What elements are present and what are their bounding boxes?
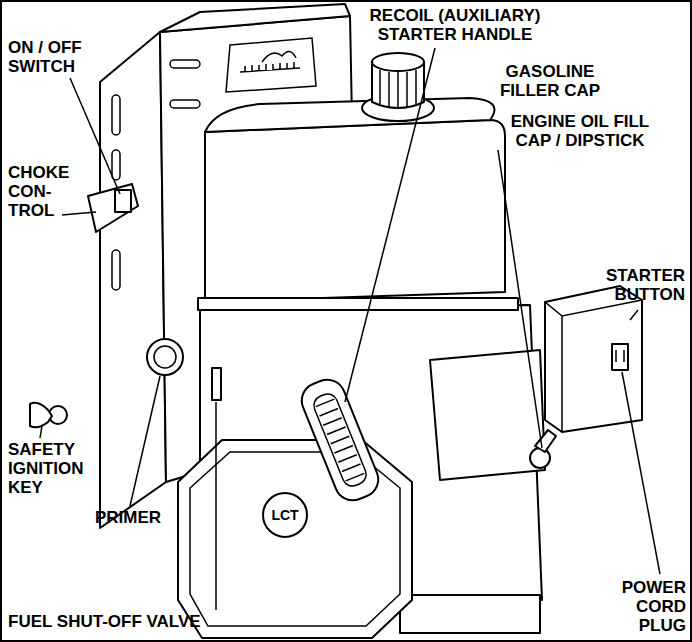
leader-line (70, 78, 120, 194)
plug-pins (616, 350, 624, 362)
fuel-tank (205, 120, 505, 302)
part-label: STARTER BUTTON (590, 266, 685, 304)
logo-text: LCT (262, 506, 308, 525)
part-label: PRIMER (95, 508, 185, 527)
starter-box (545, 286, 642, 432)
leader-line (62, 212, 96, 215)
primer (147, 339, 183, 375)
leader-line (498, 150, 542, 448)
dipstick (530, 448, 550, 468)
tank-top (205, 98, 495, 132)
leader-line (40, 426, 42, 438)
recoil-handle (296, 374, 383, 505)
starter-box-edges (545, 300, 642, 432)
part-label: ENGINE OIL FILL CAP / DIPSTICK (495, 112, 665, 150)
part-label: ON / OFF SWITCH (8, 38, 88, 76)
leader-line (622, 372, 660, 574)
ignition-key (30, 403, 52, 427)
tank-lip (198, 298, 518, 310)
part-label: FUEL SHUT-OFF VALVE (8, 612, 298, 631)
part-label: SAFETY IGNITION KEY (8, 440, 90, 497)
leader-line (630, 310, 638, 320)
part-label: POWER CORD PLUG (598, 578, 686, 635)
fuel-valve (212, 368, 221, 400)
choke-lever (88, 184, 138, 232)
cap-ribs (380, 70, 416, 109)
warning-symbol (240, 51, 300, 72)
logo-badge (263, 493, 307, 537)
warning-plate (226, 38, 316, 92)
cap-top (372, 53, 424, 71)
housing-side (100, 32, 166, 528)
recoil-cover (178, 440, 412, 638)
leader-line (345, 48, 435, 402)
power-plug (612, 344, 628, 370)
leader-line (130, 376, 160, 506)
housing-slots (112, 60, 200, 290)
mount-base (400, 595, 540, 633)
housing-top (160, 4, 350, 32)
dipstick-handle (535, 430, 556, 452)
carburetor (430, 350, 545, 480)
part-label: RECOIL (AUXILIARY) STARTER HANDLE (355, 6, 555, 44)
part-label: GASOLINE FILLER CAP (495, 62, 605, 100)
leader-line (215, 402, 217, 610)
part-label: CHOKE CON- TROL (8, 163, 70, 220)
primer-bulb (154, 346, 176, 368)
on-off-switch (115, 190, 131, 212)
